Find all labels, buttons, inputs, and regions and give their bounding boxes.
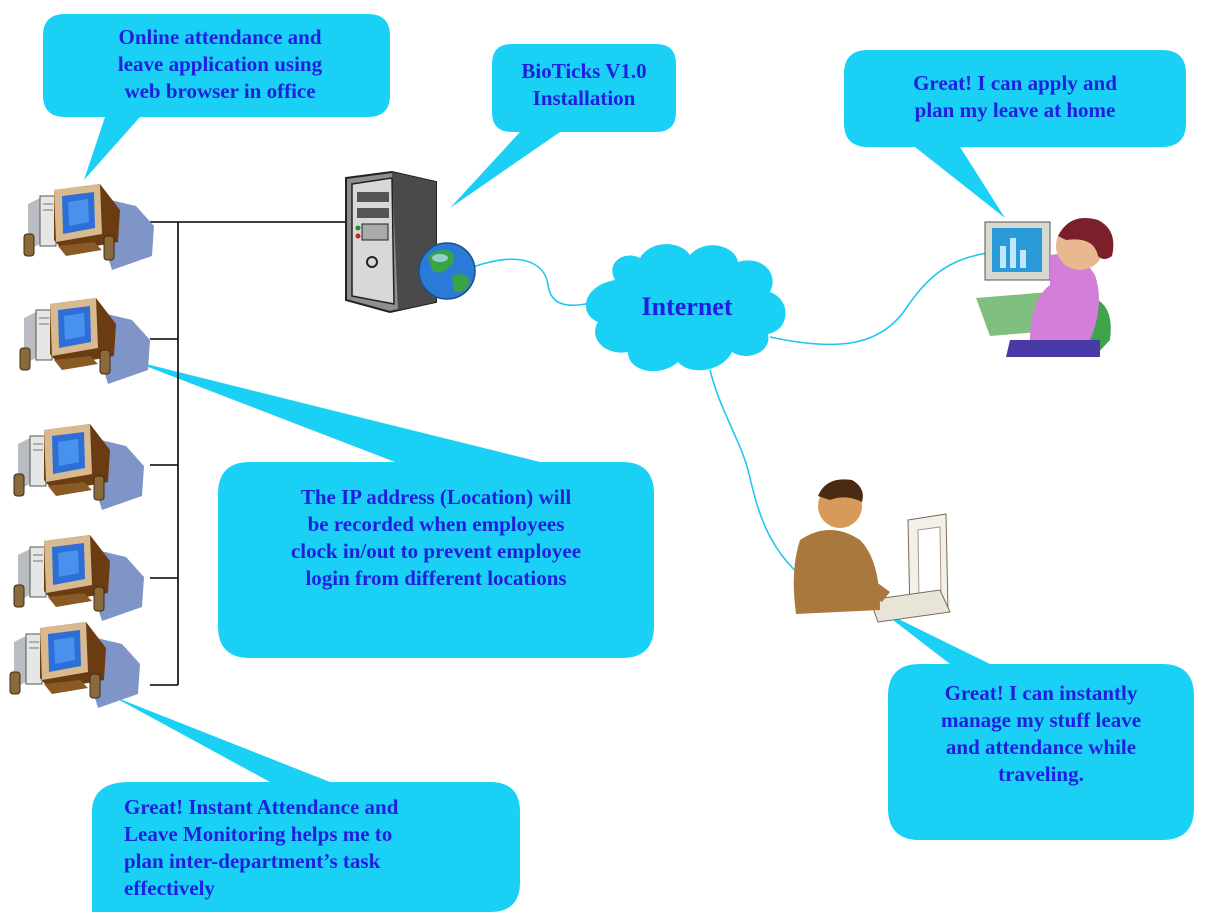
callout-home [844, 50, 1186, 218]
callout-traveling-text: Great! I can instantly manage my stuff l… [900, 680, 1182, 788]
callout-ip-recorded-text: The IP address (Location) will be record… [222, 484, 650, 592]
woman-at-computer-icon [976, 218, 1114, 357]
callout-line: BioTicks V1.0 [521, 59, 647, 83]
callout-line: effectively [124, 876, 215, 900]
callout-office-browser [43, 14, 390, 180]
callout-monitoring [92, 696, 520, 912]
callout-line: Great! I can instantly [944, 681, 1138, 705]
globe-icon [418, 242, 476, 300]
callout-line: Leave Monitoring helps me to [124, 822, 393, 846]
callout-line: The IP address (Location) will [300, 485, 572, 509]
internet-cables [469, 249, 1011, 599]
callout-line: Great! I can apply and [913, 71, 1117, 95]
callout-home-text: Great! I can apply and plan my leave at … [858, 70, 1172, 124]
server-tower-icon [345, 170, 437, 314]
callout-line: and attendance while [945, 735, 1137, 759]
internet-cloud [585, 244, 786, 372]
callout-line: plan inter-department’s task [124, 849, 381, 873]
callout-line: Great! Instant Attendance and [124, 795, 399, 819]
man-at-computer-icon [793, 479, 951, 623]
callout-traveling [880, 610, 1194, 840]
internet-label: Internet [641, 292, 733, 321]
callout-line: web browser in office [124, 79, 316, 103]
callout-installation [450, 44, 676, 208]
desktop-computer-icon [13, 534, 145, 622]
desktop-computer-icon [9, 621, 141, 709]
callout-installation-text: BioTicks V1.0 Installation [492, 58, 676, 112]
callout-line: leave application using [117, 52, 323, 76]
callout-line: clock in/out to prevent employee [290, 539, 582, 563]
callout-line: be recorded when employees [307, 512, 565, 536]
callout-line: Online attendance and [118, 25, 322, 49]
callout-line: traveling. [998, 762, 1084, 786]
callout-ip-recorded [130, 360, 654, 658]
desktop-computer-icon [13, 423, 145, 511]
callout-monitoring-text: Great! Instant Attendance and Leave Moni… [124, 794, 514, 902]
callout-line: Installation [532, 86, 636, 110]
desktop-computer-icon [19, 297, 151, 385]
desktop-computer-icon [23, 183, 155, 271]
callout-line: plan my leave at home [914, 98, 1116, 122]
office-network-lines [150, 221, 345, 686]
callout-line: manage my stuff leave [940, 708, 1142, 732]
callout-office-browser-text: Online attendance and leave application … [70, 24, 370, 105]
callout-line: login from different locations [305, 566, 567, 590]
